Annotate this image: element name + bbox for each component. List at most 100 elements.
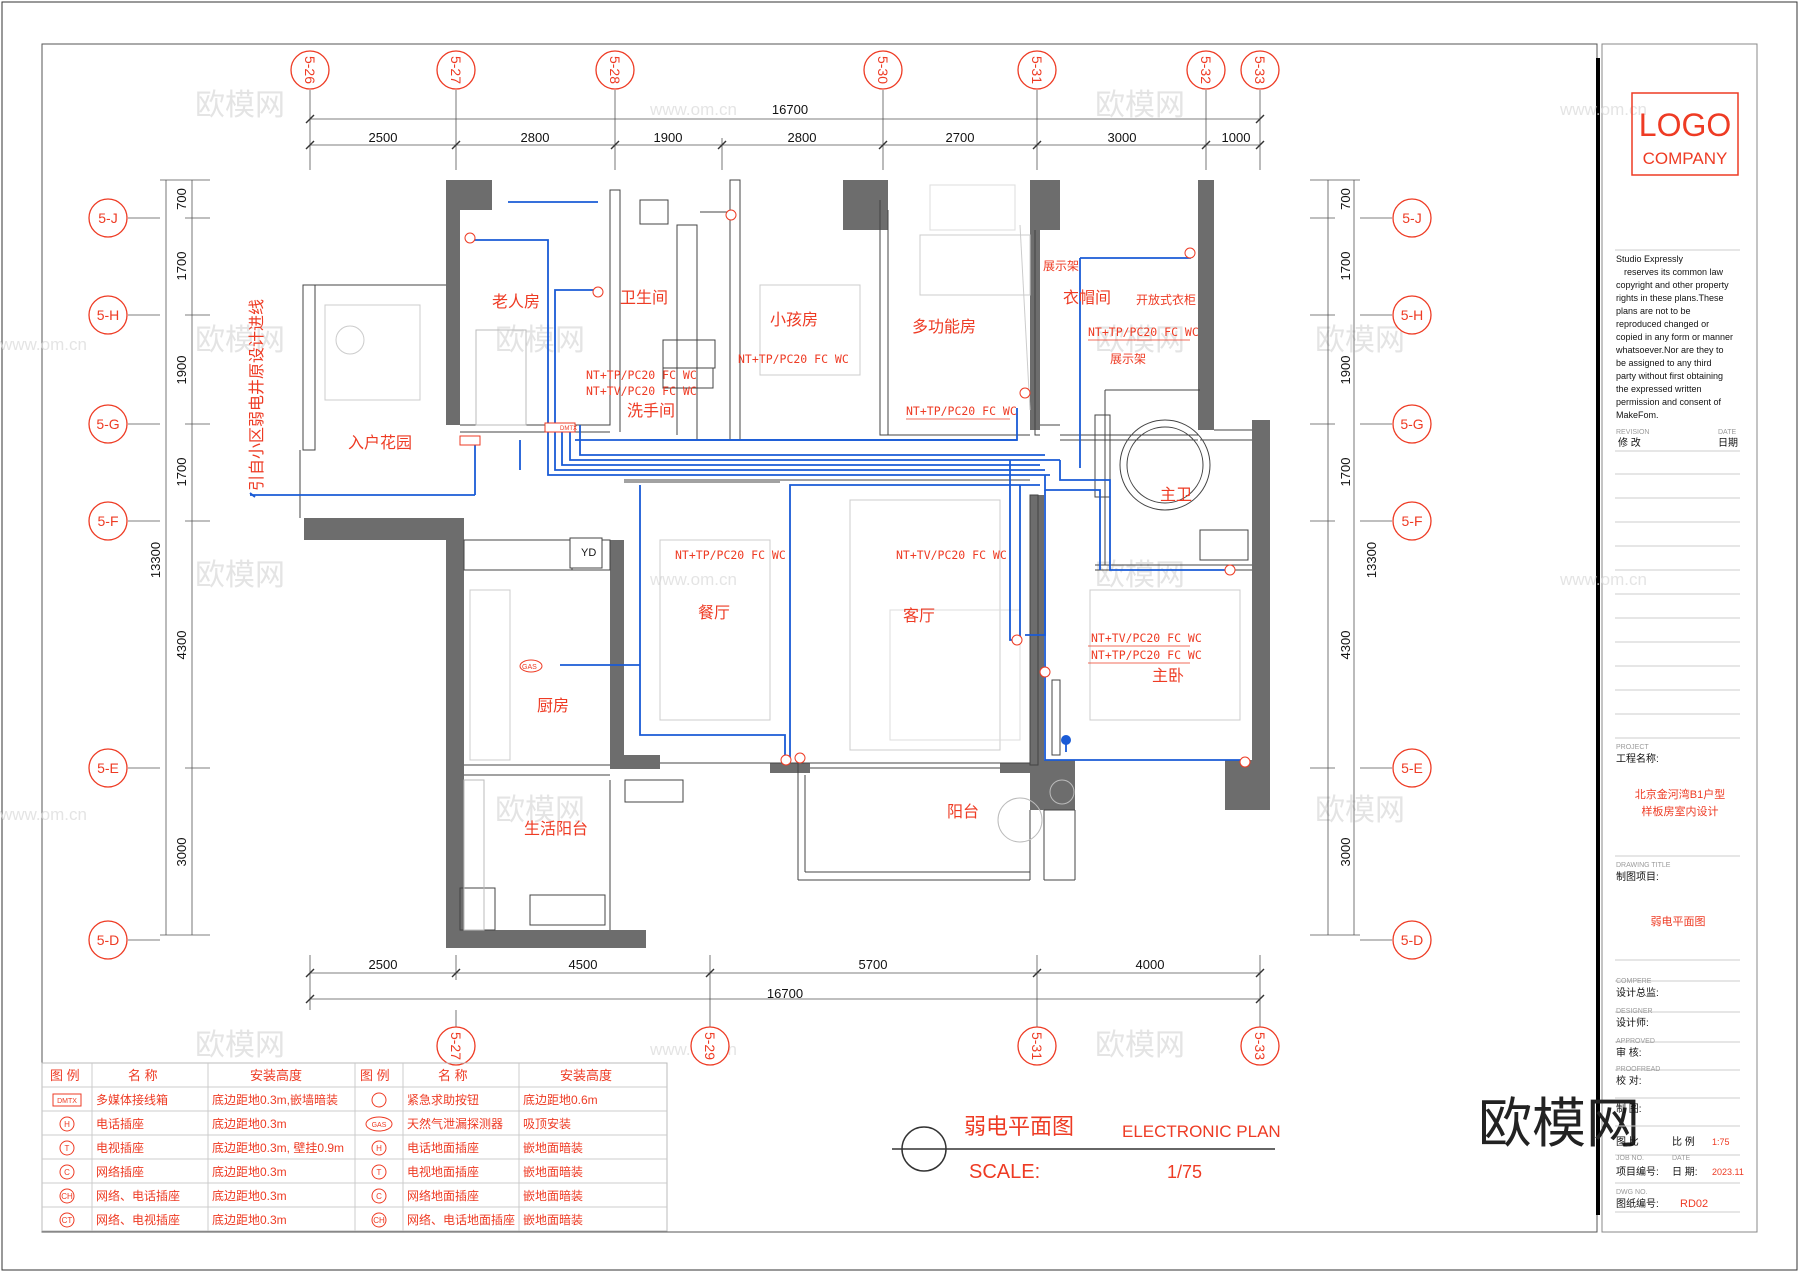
legend-left-height-0: 底边距地0.3m,嵌墙暗装 bbox=[212, 1092, 338, 1107]
logo-line2: COMPANY bbox=[1643, 149, 1728, 168]
axis-left-5-D: 5-D bbox=[88, 920, 128, 960]
legend-header-symbol-1: 图 例 bbox=[50, 1068, 80, 1083]
legend-left-symbol-5-text: CT bbox=[62, 1216, 73, 1225]
cable-label-6: NT+TV/PC20 FC WC bbox=[896, 548, 1007, 562]
axis-right-5-J-label: 5-J bbox=[1402, 210, 1421, 226]
axis-top-5-33-label: 5-33 bbox=[1252, 56, 1268, 84]
legend-right-name-4: 网络地面插座 bbox=[407, 1188, 479, 1203]
axis-left-5-J: 5-J bbox=[88, 198, 128, 238]
legend-left-name-5: 网络、电视插座 bbox=[96, 1212, 180, 1227]
dim-top-2: 1900 bbox=[654, 130, 683, 145]
axis-left-5-F-label: 5-F bbox=[98, 513, 119, 529]
date-value: 2023.11 bbox=[1712, 1167, 1744, 1177]
room-utility-balcony: 生活阳台 bbox=[524, 820, 588, 838]
axis-bottom-5-33: 5-33 bbox=[1240, 1026, 1280, 1066]
axis-bottom-5-31-label: 5-31 bbox=[1029, 1032, 1045, 1060]
cable-label-4: NT+TP/PC20 FC WC bbox=[1088, 325, 1199, 339]
dim-top-4: 2700 bbox=[946, 130, 975, 145]
dim-top-5: 3000 bbox=[1108, 130, 1137, 145]
legend-left-height-4: 底边距地0.3m bbox=[212, 1188, 287, 1203]
dim-top-3: 2800 bbox=[788, 130, 817, 145]
copyright-line-2: copyright and other property bbox=[1616, 280, 1729, 290]
gas-symbol-label: GAS bbox=[522, 664, 537, 671]
dim-right-2: 1900 bbox=[1338, 356, 1353, 385]
scale-label: SCALE: bbox=[969, 1161, 1040, 1183]
room-multifunction: 多功能房 bbox=[912, 318, 976, 336]
dimension-lines bbox=[128, 90, 1392, 1028]
axis-right-5-H-label: 5-H bbox=[1401, 307, 1424, 323]
compere-en: COMPERE bbox=[1616, 978, 1652, 985]
axis-top-5-30-label: 5-30 bbox=[875, 56, 891, 84]
date-value-label: 日 期: bbox=[1672, 1166, 1698, 1178]
watermark-url-2: www.om.cn bbox=[0, 335, 87, 354]
scale-side-value: 1:75 bbox=[1712, 1137, 1730, 1147]
reviewer-label: 审 核: bbox=[1616, 1046, 1642, 1059]
watermark-11: 欧模网 bbox=[1095, 1029, 1185, 1062]
axis-right-5-E-label: 5-E bbox=[1401, 760, 1423, 776]
drafter-label: 制 图: bbox=[1616, 1102, 1642, 1115]
outlet-symbols bbox=[459, 209, 1251, 768]
axis-left-5-H-label: 5-H bbox=[97, 307, 120, 323]
copyright-line-6: copied in any form or manner bbox=[1616, 332, 1733, 342]
scale-name-label: 比 例 bbox=[1672, 1135, 1695, 1148]
axis-right-5-F: 5-F bbox=[1392, 501, 1432, 541]
legend-left-symbol-4: CH bbox=[59, 1188, 75, 1204]
legend-left-name-4: 网络、电话插座 bbox=[96, 1188, 180, 1203]
axis-bottom-5-29: 5-29 bbox=[690, 1026, 730, 1066]
project-name-2: 样板房室内设计 bbox=[1642, 804, 1719, 818]
legend-header-name-2: 名 称 bbox=[438, 1068, 468, 1083]
watermark-1: 欧模网 bbox=[1095, 89, 1185, 122]
legend-right-name-5: 网络、电话地面插座 bbox=[407, 1212, 515, 1227]
legend-right-symbol-5-text: CH bbox=[373, 1216, 385, 1225]
dim-left-5: 3000 bbox=[174, 838, 189, 867]
axis-right-5-H: 5-H bbox=[1392, 295, 1432, 335]
legend-left-symbol-1: H bbox=[59, 1116, 75, 1132]
room-washroom: 洗手间 bbox=[627, 402, 675, 420]
director-label: 设计总监: bbox=[1616, 986, 1659, 999]
legend-right-name-0: 紧急求助按钮 bbox=[407, 1092, 479, 1107]
legend-right-height-1: 吸顶安装 bbox=[523, 1116, 571, 1131]
watermark-10: 欧模网 bbox=[195, 1029, 285, 1062]
dim-left-1: 1700 bbox=[174, 252, 189, 281]
cable-label-3: NT+TP/PC20 FC WC bbox=[906, 404, 1017, 418]
legend-left-symbol-3-text: C bbox=[64, 1168, 70, 1177]
watermark-url-3: www.om.cn bbox=[649, 570, 737, 589]
axis-top-5-28-label: 5-28 bbox=[607, 56, 623, 84]
watermark-url-1: www.om.cn bbox=[1559, 100, 1647, 119]
legend-right-symbol-4-text: C bbox=[376, 1192, 382, 1201]
room-master-bath: 主卫 bbox=[1160, 486, 1192, 504]
legend-left-symbol-2-text: T bbox=[65, 1144, 70, 1153]
axis-bottom-5-29-label: 5-29 bbox=[702, 1032, 718, 1060]
watermark-2: 欧模网 bbox=[195, 324, 285, 357]
revision-en: REVISION bbox=[1616, 429, 1649, 436]
watermark-logo-text: 欧模网 bbox=[1478, 1094, 1640, 1154]
axis-top-5-26: 5-26 bbox=[290, 50, 330, 90]
main-title: 弱电平面图 bbox=[964, 1114, 1074, 1139]
room-open-wardrobe: 开放式衣柜 bbox=[1136, 292, 1196, 307]
main-title-block: 弱电平面图 ELECTRONIC PLAN SCALE: 1/75 bbox=[892, 1114, 1281, 1183]
sidebar-frame bbox=[1601, 43, 1758, 1233]
cable-label-2: NT+TV/PC20 FC WC bbox=[586, 384, 697, 398]
axis-left-5-J-label: 5-J bbox=[98, 210, 117, 226]
dim-top-total: 16700 bbox=[772, 102, 808, 117]
main-title-en: ELECTRONIC PLAN bbox=[1122, 1122, 1281, 1141]
cable-label-1: NT+TP/PC20 FC WC bbox=[738, 352, 849, 366]
legend-right-height-2: 嵌地面暗装 bbox=[523, 1140, 583, 1155]
scale-value: 1/75 bbox=[1167, 1162, 1202, 1182]
legend-right-name-3: 电视地面插座 bbox=[407, 1164, 479, 1179]
room-dining: 餐厅 bbox=[698, 604, 730, 622]
room-labels: 老人房 卫生间 小孩房 多功能房 衣帽间 开放式衣柜 展示架 展示架 入户花园 … bbox=[348, 259, 1196, 838]
dimension-ticks bbox=[305, 114, 1265, 1004]
job-no-en: JOB NO. bbox=[1616, 1155, 1644, 1162]
dimension-texts: 16700 2500 2800 1900 2800 2700 3000 1000… bbox=[369, 102, 1251, 1001]
axis-bottom-5-33-label: 5-33 bbox=[1252, 1032, 1268, 1060]
dwg-no-label: 图纸编号: bbox=[1616, 1197, 1659, 1210]
date-label: 日期 bbox=[1718, 437, 1738, 449]
room-balcony: 阳台 bbox=[947, 803, 979, 821]
legend-header-height-1: 安装高度 bbox=[250, 1068, 302, 1083]
legend-header-height-2: 安装高度 bbox=[560, 1068, 612, 1083]
room-kitchen: 厨房 bbox=[537, 697, 569, 715]
